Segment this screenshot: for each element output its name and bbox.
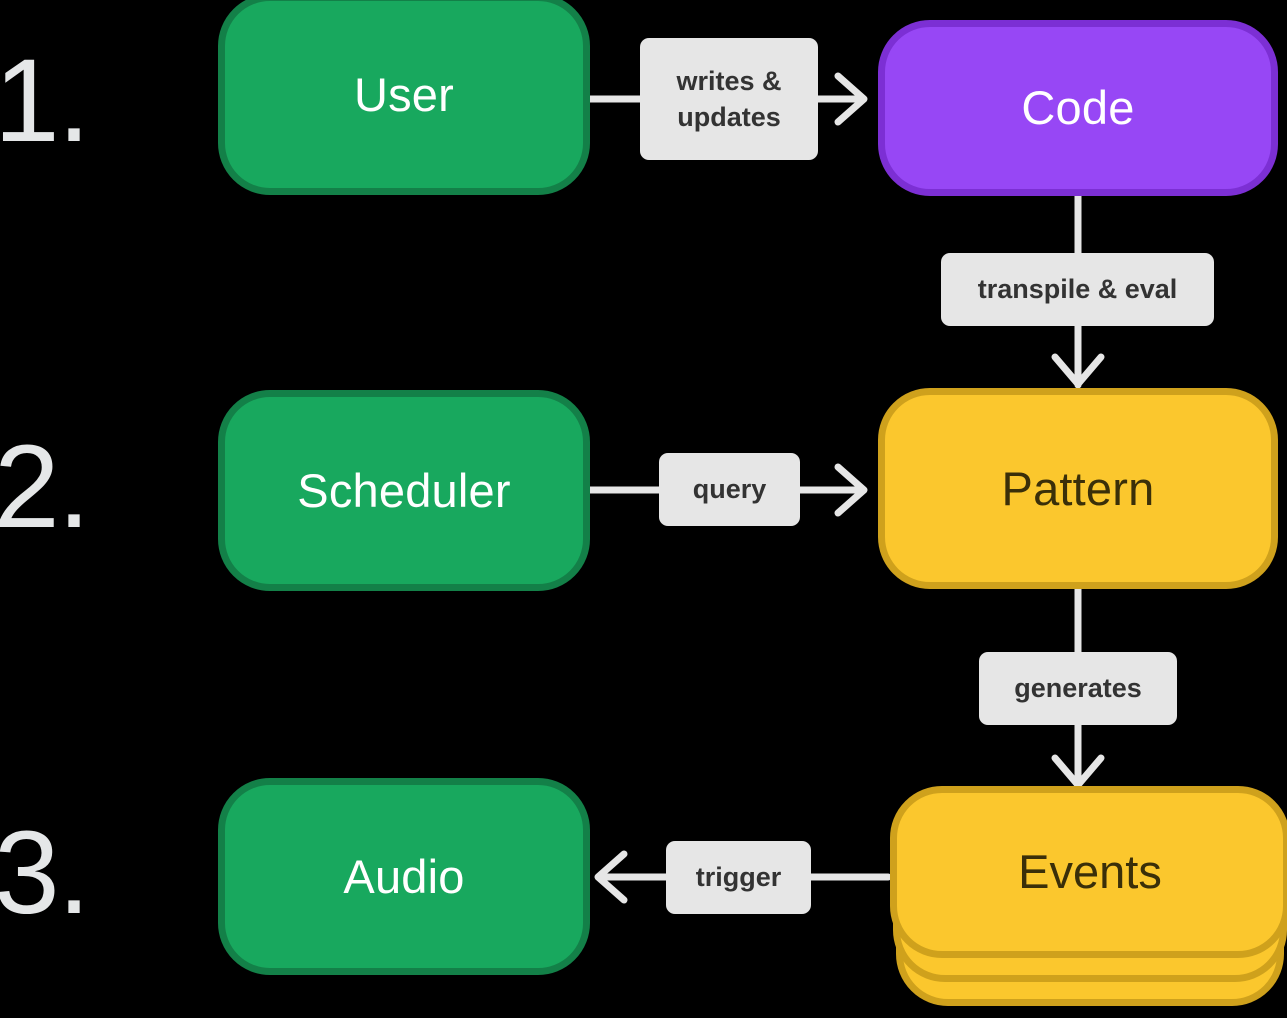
edge-label-trigger: trigger — [666, 841, 811, 914]
edge-label-writes-updates: writes & updates — [640, 38, 818, 160]
step-number-2: 2. — [0, 421, 90, 553]
node-events-label: Events — [1018, 845, 1162, 899]
edge-label-query: query — [659, 453, 800, 526]
step-number-1: 1. — [0, 35, 90, 167]
arrowhead-events-to-audio — [594, 850, 628, 904]
node-events-card-front — [890, 786, 1287, 958]
node-events[interactable]: Events — [890, 786, 1287, 1018]
edge-label-transpile-eval: transpile & eval — [941, 253, 1214, 326]
node-audio[interactable]: Audio — [218, 778, 590, 975]
node-pattern[interactable]: Pattern — [878, 388, 1278, 589]
step-number-3: 3. — [0, 807, 90, 939]
node-code[interactable]: Code — [878, 20, 1278, 196]
arrowhead-pattern-to-events — [1051, 754, 1105, 789]
node-user[interactable]: User — [218, 0, 590, 195]
node-scheduler[interactable]: Scheduler — [218, 390, 590, 591]
arrowhead-user-to-code — [834, 72, 868, 126]
arrowhead-code-to-pattern — [1051, 353, 1105, 388]
arrowhead-scheduler-to-pattern — [834, 463, 868, 517]
edge-label-generates: generates — [979, 652, 1177, 725]
